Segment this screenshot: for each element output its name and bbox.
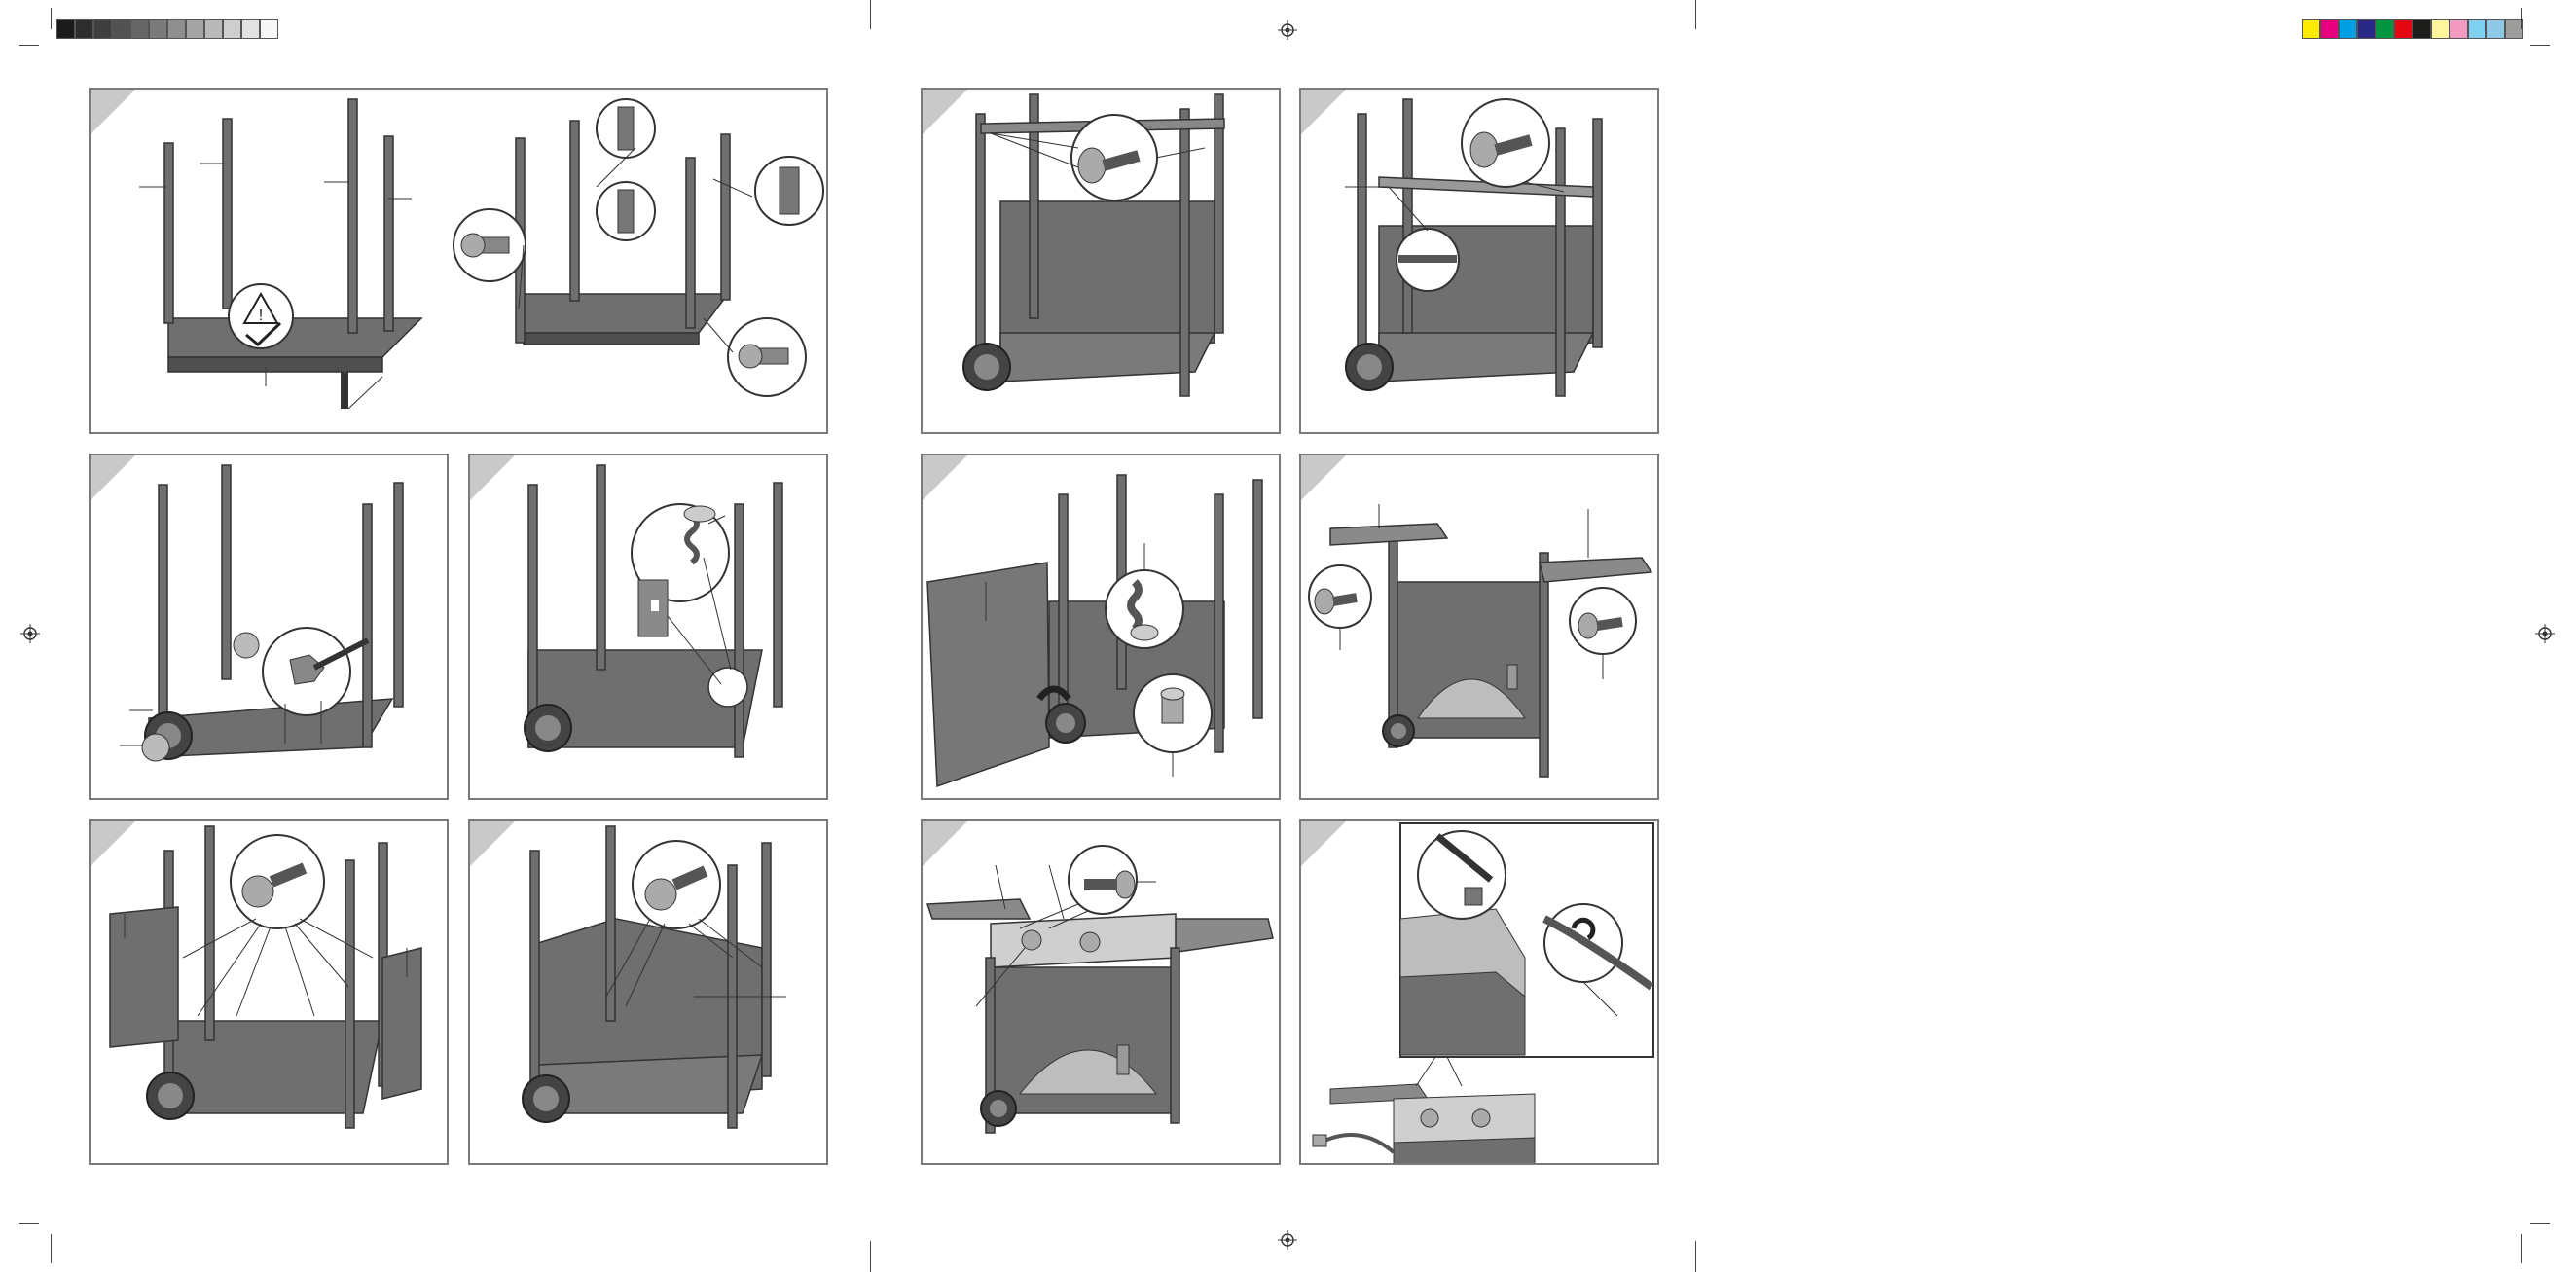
crop-mark [870,0,871,29]
grayscale-swatch [186,19,204,39]
crop-mark [870,1241,871,1272]
step-corner-tab [1301,821,1346,866]
grayscale-swatch [167,19,186,39]
hinge-screw-icon [524,464,783,758]
gas-hose-icon [1312,822,1654,1163]
step-corner-tab [91,455,135,500]
step-corner-tab [91,821,135,866]
step-panel-side-panels [89,819,449,1165]
color-swatch [2449,19,2468,39]
side-shelves-icon [1308,504,1653,778]
grayscale-swatch [260,19,278,39]
step-panel-legs-and-base: ! [89,88,828,434]
svg-text:!: ! [259,308,263,324]
step-panel-door-mount [921,454,1281,800]
crop-mark [1695,0,1696,29]
cross-braces-icon [962,93,1225,397]
color-swatch [2376,19,2394,39]
grayscale-swatch [93,19,112,39]
color-swatch [2339,19,2357,39]
grayscale-swatch [149,19,167,39]
crop-mark [51,1234,52,1263]
crop-mark [2521,8,2522,29]
grayscale-swatch [56,19,75,39]
legs-and-base-icon: ! [139,98,824,410]
step-corner-tab [470,821,515,866]
step-corner-tab [923,90,967,134]
door-mount-icon [926,474,1263,788]
color-swatch [2320,19,2339,39]
wheel-axle-icon [120,464,404,762]
step-panel-burner-top [921,819,1281,1165]
grayscale-swatch [112,19,130,39]
step-panel-back-panel [468,819,828,1165]
crop-mark [2530,45,2550,46]
top-brace-icon [1345,98,1603,397]
step-panel-top-brace [1299,88,1659,434]
grayscale-swatch [75,19,93,39]
grayscale-swatch [223,19,241,39]
step-panel-hinge-screw [468,454,828,800]
color-swatch [2394,19,2413,39]
color-swatch [2357,19,2376,39]
side-panels-icon [109,825,422,1129]
crop-mark [2530,1223,2550,1224]
crop-mark [1695,1241,1696,1272]
color-swatch [2431,19,2449,39]
color-swatch [2413,19,2431,39]
crosshair-circle-icon [2535,624,2555,643]
step-panel-gas-hose [1299,819,1659,1165]
color-swatch [2486,19,2505,39]
step-panel-wheel-axle [89,454,449,800]
process-color-bar [2302,19,2523,39]
grayscale-color-bar [56,19,278,39]
step-panel-cross-braces [921,88,1281,434]
step-corner-tab [91,90,135,134]
step-panel-side-shelves [1299,454,1659,800]
crop-mark [19,45,39,46]
step-corner-tab [1301,455,1346,500]
crosshair-circle-icon [20,624,40,643]
grayscale-swatch [130,19,149,39]
step-corner-tab [923,455,967,500]
crosshair-circle-icon [1278,1230,1297,1250]
burner-top-icon [925,845,1274,1134]
step-corner-tab [470,455,515,500]
back-panel-icon [522,825,786,1129]
color-swatch [2505,19,2523,39]
step-corner-tab [923,821,967,866]
crop-mark [19,1223,39,1224]
color-swatch [2302,19,2320,39]
grayscale-swatch [241,19,260,39]
crosshair-circle-icon [1278,20,1297,40]
step-corner-tab [1301,90,1346,134]
color-swatch [2468,19,2486,39]
grayscale-swatch [204,19,223,39]
crop-mark [2521,1234,2522,1263]
crop-mark [51,8,52,29]
